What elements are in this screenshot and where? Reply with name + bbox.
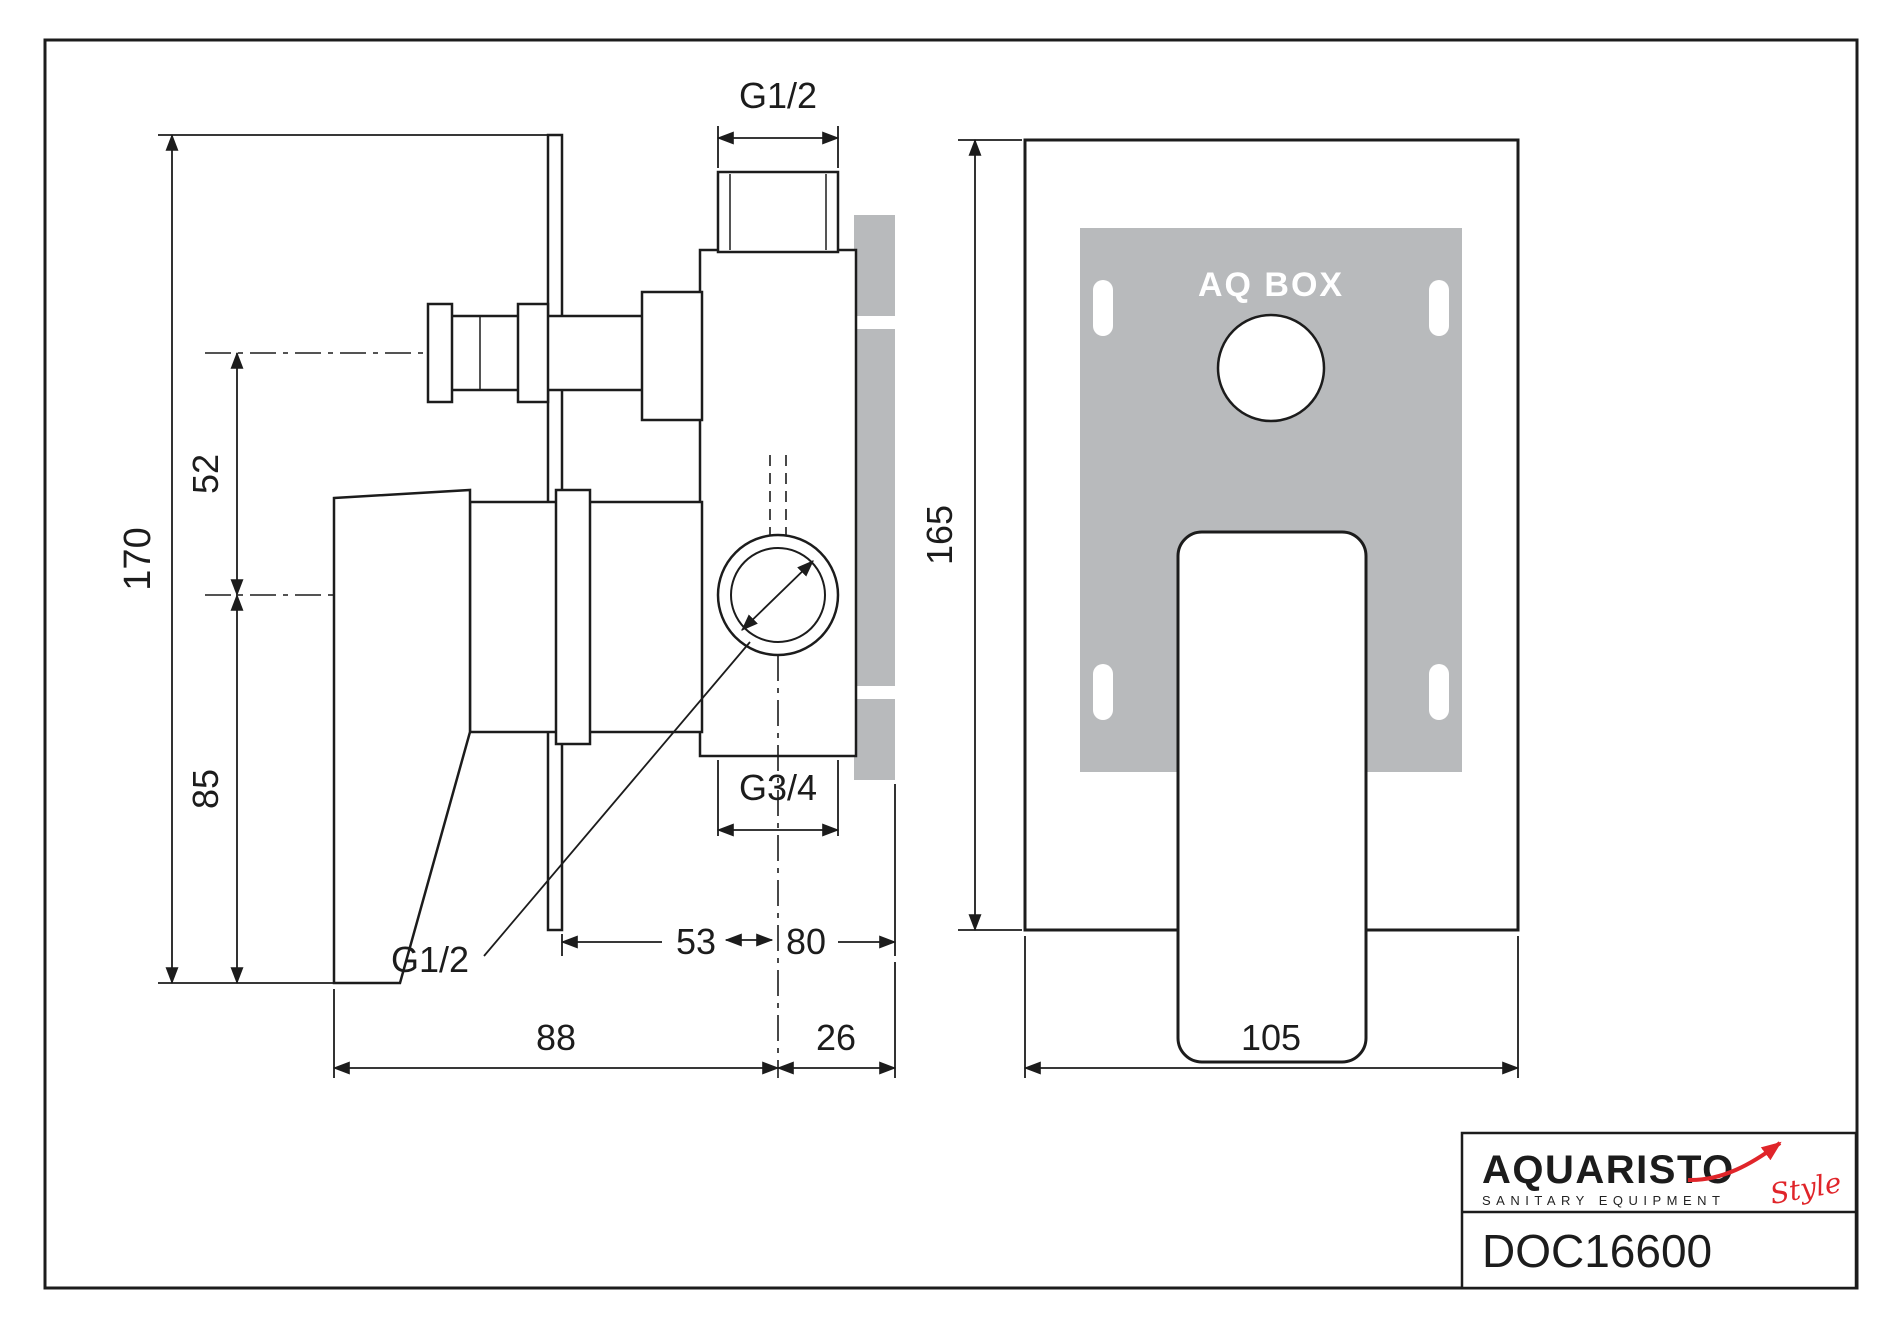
product-code: DOC16600 — [1482, 1225, 1712, 1277]
aqbox-edge-slot-top — [852, 316, 897, 329]
dim-53-label: 53 — [676, 921, 716, 962]
top-connection-pipe — [716, 170, 840, 254]
title-block-frame — [1460, 1131, 1858, 1290]
drawing-frame — [43, 38, 1859, 1290]
side-view — [205, 133, 897, 985]
mount-slot-top-left — [1093, 280, 1113, 336]
aqbox-label: AQ BOX — [1198, 266, 1344, 304]
outlet-leader-line — [483, 641, 751, 957]
dim-26-label: 26 — [816, 1017, 856, 1058]
valve-hole-front — [1216, 313, 1326, 423]
dim-105-label: 105 — [1241, 1017, 1301, 1058]
mount-slot-bottom-left — [1093, 664, 1113, 720]
dim-165-label: 165 — [919, 505, 960, 565]
dim-88-label: 88 — [536, 1017, 576, 1058]
spout-pipe-collar — [516, 302, 550, 404]
dim-g12-top-label: G1/2 — [739, 75, 817, 116]
front-view: AQ BOX — [1023, 138, 1520, 1064]
handle-front — [1176, 530, 1368, 1064]
dim-80-label: 80 — [786, 921, 826, 962]
spout-pipe-flange — [426, 302, 454, 404]
mount-slot-bottom-right — [1429, 664, 1449, 720]
dim-g12-outlet-label: G1/2 — [391, 939, 469, 980]
dim-85-label: 85 — [185, 769, 226, 809]
outlet-port-inner — [730, 547, 826, 643]
outlet-diameter-arrow — [741, 560, 814, 631]
brand-logo-text: AQUARISTO — [1482, 1148, 1735, 1192]
aqbox-edge — [854, 215, 895, 780]
dimensions: 170 52 85 G1/2 G3/4 53 80 G1/2 — [117, 75, 1520, 1078]
cartridge-collar — [554, 488, 592, 746]
handle-side — [332, 488, 472, 985]
mount-slot-top-right — [1429, 280, 1449, 336]
brand-tagline: SANITARY EQUIPMENT — [1482, 1193, 1725, 1208]
dim-52-label: 52 — [185, 454, 226, 494]
title-block: AQUARISTO SANITARY EQUIPMENT Style DOC16… — [1460, 1131, 1858, 1290]
brand-arrow-icon — [1687, 1141, 1782, 1183]
body-step-block — [640, 290, 704, 422]
aqbox-edge-slot-bottom — [852, 686, 897, 699]
dim-170-label: 170 — [117, 527, 159, 590]
